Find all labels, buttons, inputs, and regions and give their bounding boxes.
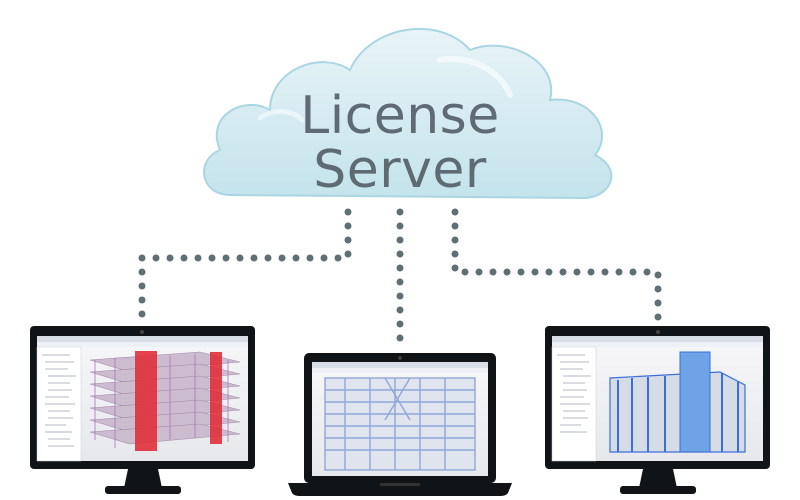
tower-model bbox=[609, 371, 746, 453]
desktop-monitor-right bbox=[545, 326, 770, 494]
core-wall-red bbox=[135, 351, 157, 451]
cloud-shape bbox=[203, 28, 613, 200]
cloud-title-line2: Server bbox=[313, 140, 487, 200]
building-model bbox=[89, 351, 241, 445]
connector-left bbox=[138, 208, 352, 329]
connector-lines bbox=[138, 208, 662, 354]
frame-model bbox=[324, 377, 476, 471]
core-tower-blue bbox=[679, 351, 711, 453]
connector-right bbox=[451, 208, 662, 329]
laptop-center bbox=[288, 353, 512, 496]
cloud-title-line1: License bbox=[300, 86, 500, 146]
desktop-monitor-left bbox=[30, 326, 255, 494]
